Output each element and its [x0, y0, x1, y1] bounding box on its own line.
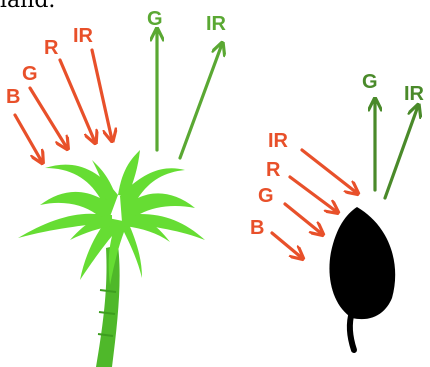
palm-reflected-labels: G IR [147, 8, 227, 35]
palm-reflected-arrows [157, 30, 222, 158]
palm-incoming-labels: B G R IR [6, 25, 94, 108]
palm-fronds [18, 150, 205, 285]
palm-trunk [96, 245, 120, 367]
leaf-reflected-labels: G IR [362, 71, 425, 105]
leaf-stem [350, 312, 354, 350]
leaf-label-g: G [258, 185, 274, 207]
leaf-blade [329, 207, 395, 319]
palm-label-r: R [44, 37, 59, 59]
leaf-label-reflected-g: G [362, 71, 378, 93]
palm-label-reflected-g: G [147, 8, 163, 30]
leaf-incoming-labels: IR R G B [250, 130, 289, 239]
leaf-incoming-arrow-g [285, 204, 322, 234]
leaf-incoming-arrow-ir [302, 150, 357, 193]
palm-incoming-arrow-g [30, 88, 67, 148]
leaf-incoming-arrow-b [272, 233, 302, 258]
leaf-label-reflected-ir: IR [404, 83, 425, 105]
palm-incoming-arrow-ir [92, 50, 112, 140]
palm-incoming-arrow-r [60, 60, 95, 142]
palm-label-ir: IR [73, 25, 94, 47]
palm-label-g: G [22, 63, 38, 85]
leaf-incoming-arrow-r [290, 177, 337, 212]
palm-label-b: B [6, 86, 20, 108]
leaf [329, 207, 395, 350]
palm-tree [18, 150, 205, 367]
palm-reflected-arrow-ir [180, 44, 222, 158]
leaf-label-r: R [266, 159, 281, 181]
leaf-label-b: B [250, 217, 264, 239]
leaf-reflected-arrow-ir [385, 106, 418, 198]
palm-label-reflected-ir: IR [206, 13, 227, 35]
leaf-reflected-arrows [375, 100, 418, 198]
leaf-label-ir: IR [268, 130, 289, 152]
palm-incoming-arrow-b [15, 115, 42, 162]
